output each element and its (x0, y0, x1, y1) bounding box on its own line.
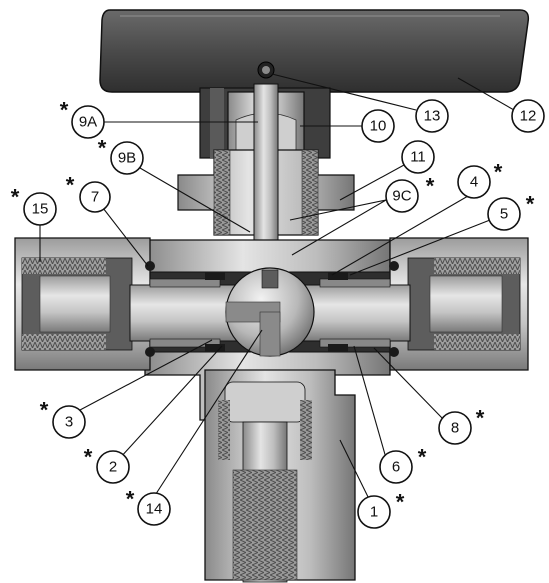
callout-13: 13 (415, 99, 449, 133)
o-ring-seals (145, 261, 399, 357)
right-end-connector (389, 237, 529, 371)
star-marker: * (84, 445, 93, 470)
left-seat-carrier (129, 278, 241, 348)
callout-label: 15 (32, 201, 49, 218)
callout-label: 3 (65, 414, 73, 431)
callout-label: 14 (146, 501, 163, 518)
callout-4: 4 * (457, 160, 503, 199)
callout-9a: 9A * (60, 98, 105, 139)
callout-10: 10 (361, 109, 395, 143)
star-marker: * (476, 406, 485, 431)
right-seat-carrier (299, 278, 411, 348)
callout-label: 8 (451, 420, 459, 437)
star-marker: * (60, 98, 69, 123)
callout-12: 12 (511, 99, 545, 133)
callout-11: 11 (401, 140, 435, 174)
star-marker: * (494, 160, 503, 185)
bottom-port (204, 369, 356, 583)
callout-8: 8 * (438, 406, 485, 445)
star-marker: * (11, 185, 20, 210)
callout-9c: 9C * (385, 174, 435, 213)
star-marker: * (418, 445, 427, 470)
set-screw (257, 61, 275, 79)
callout-14: 14 * (126, 487, 171, 526)
callout-3: 3 * (40, 398, 86, 439)
left-end-connector (14, 237, 151, 371)
star-marker: * (396, 490, 405, 515)
callout-label: 9A (79, 114, 97, 131)
callout-15: 15 * (11, 185, 57, 226)
callout-7: 7 * (66, 173, 111, 213)
star-marker: * (40, 398, 49, 423)
callout-1: 1 * (357, 490, 405, 529)
star-marker: * (98, 136, 107, 161)
leader-lines (39, 73, 515, 506)
callout-label: 6 (392, 459, 400, 476)
callout-label: 1 (370, 504, 378, 521)
callout-label: 11 (410, 149, 426, 166)
ball (225, 267, 315, 357)
callout-9b: 9B * (98, 136, 144, 175)
callout-label: 4 (470, 174, 478, 191)
star-marker: * (66, 173, 75, 198)
callout-label: 9B (118, 150, 136, 167)
star-marker: * (426, 174, 435, 199)
callout-5: 5 * (487, 192, 535, 231)
callout-label: 10 (370, 118, 387, 135)
callout-label: 7 (91, 189, 99, 206)
star-marker: * (126, 487, 135, 512)
callout-label: 9C (392, 188, 411, 205)
callout-label: 13 (424, 108, 441, 125)
callout-6: 6 * (379, 445, 427, 484)
star-marker: * (526, 192, 535, 217)
callout-2: 2 * (84, 445, 130, 484)
callout-label: 2 (109, 459, 117, 476)
callout-label: 12 (520, 108, 537, 125)
callout-label: 5 (500, 206, 508, 223)
